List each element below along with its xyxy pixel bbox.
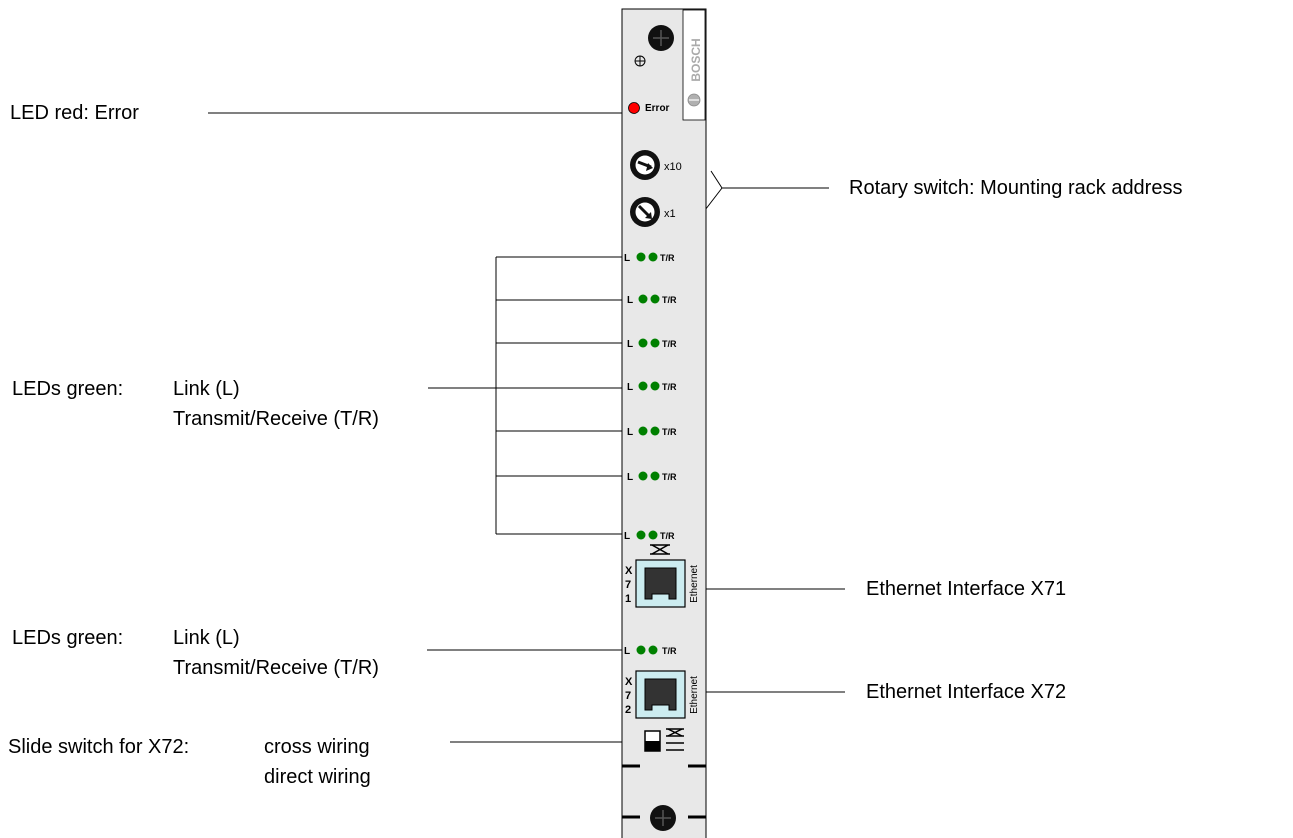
brand-text: BOSCH bbox=[689, 38, 703, 81]
led-row-6: L T/R bbox=[627, 471, 677, 483]
cross-wiring-label: cross wiring bbox=[264, 736, 370, 758]
link-led bbox=[636, 252, 646, 262]
tr-led bbox=[650, 381, 660, 391]
led-row-8: L T/R bbox=[624, 645, 677, 657]
tr-led bbox=[650, 471, 660, 481]
rail-markers bbox=[622, 764, 706, 819]
leds-green-2-link: Link (L) bbox=[173, 627, 240, 649]
svg-text:7: 7 bbox=[625, 690, 631, 702]
tr-label: T/R bbox=[662, 295, 677, 305]
leds-green-2-heading: LEDs green: bbox=[12, 627, 124, 649]
x1-label: x1 bbox=[664, 208, 676, 220]
svg-text:X: X bbox=[625, 565, 633, 577]
rotary-switch-x1 bbox=[630, 197, 660, 227]
tr-label: T/R bbox=[660, 531, 675, 541]
callout-lines bbox=[208, 112, 845, 743]
port-x72-ethernet-text: Ethernet bbox=[689, 676, 700, 714]
link-led bbox=[638, 381, 648, 391]
link-label: L bbox=[627, 295, 633, 306]
link-label: L bbox=[627, 382, 633, 393]
tr-led bbox=[650, 338, 660, 348]
direct-wiring-label: direct wiring bbox=[264, 766, 371, 788]
eth-x71-label: Ethernet Interface X71 bbox=[866, 578, 1067, 600]
link-led bbox=[638, 426, 648, 436]
svg-text:7: 7 bbox=[625, 579, 631, 591]
tr-led bbox=[650, 294, 660, 304]
leds-green-1-link: Link (L) bbox=[173, 378, 240, 400]
tr-led bbox=[648, 645, 658, 655]
tr-label: T/R bbox=[662, 427, 677, 437]
link-label: L bbox=[624, 646, 630, 657]
rotary-switch-x10 bbox=[630, 150, 660, 180]
brand-strip bbox=[682, 9, 706, 121]
link-led bbox=[638, 471, 648, 481]
led-row-3: L T/R bbox=[627, 338, 677, 350]
led-row-7: L T/R bbox=[624, 530, 675, 542]
top-screw-icon bbox=[648, 25, 674, 51]
leds-green-1-tr: Transmit/Receive (T/R) bbox=[173, 408, 379, 430]
tr-led bbox=[650, 426, 660, 436]
link-led bbox=[638, 294, 648, 304]
tr-label: T/R bbox=[662, 646, 677, 656]
port-x71-id: X 7 1 bbox=[625, 565, 633, 605]
led-row-4: L T/R bbox=[627, 381, 677, 393]
ground-symbol-icon bbox=[634, 55, 646, 67]
tr-label: T/R bbox=[662, 339, 677, 349]
wiring-symbol-icon bbox=[666, 728, 684, 751]
tr-label: T/R bbox=[660, 253, 675, 263]
tr-label: T/R bbox=[662, 382, 677, 392]
slide-switch-label: Slide switch for X72: bbox=[8, 736, 190, 758]
tr-label: T/R bbox=[662, 472, 677, 482]
svg-text:2: 2 bbox=[625, 704, 631, 716]
error-led bbox=[628, 102, 640, 114]
link-label: L bbox=[624, 531, 630, 542]
led-row-2: L T/R bbox=[627, 294, 677, 306]
rotary-switch-label: Rotary switch: Mounting rack address bbox=[849, 177, 1183, 199]
link-led bbox=[636, 530, 646, 540]
link-led bbox=[638, 338, 648, 348]
link-label: L bbox=[624, 253, 630, 264]
port-x72-id: X 7 2 bbox=[625, 676, 633, 716]
leds-green-1-heading: LEDs green: bbox=[12, 378, 124, 400]
port-x71-ethernet-text: Ethernet bbox=[689, 565, 700, 603]
x10-label: x10 bbox=[664, 161, 682, 173]
eth-x72-label: Ethernet Interface X72 bbox=[866, 681, 1067, 703]
error-led-label: Error bbox=[645, 103, 670, 114]
svg-text:X: X bbox=[625, 676, 633, 688]
bottom-screw-icon bbox=[650, 805, 676, 831]
tr-led bbox=[648, 252, 658, 262]
leds-green-2-tr: Transmit/Receive (T/R) bbox=[173, 657, 379, 679]
link-label: L bbox=[627, 427, 633, 438]
rj45-icon bbox=[644, 567, 677, 600]
slide-switch bbox=[644, 730, 661, 752]
link-led bbox=[636, 645, 646, 655]
rj45-icon bbox=[644, 678, 677, 711]
callout-rotary-x10 bbox=[710, 170, 723, 189]
led-row-5: L T/R bbox=[627, 426, 677, 438]
led-row-1: L T/R bbox=[624, 252, 675, 264]
link-label: L bbox=[627, 472, 633, 483]
led-red-label: LED red: Error bbox=[10, 102, 139, 124]
crossover-symbol-icon bbox=[650, 544, 670, 555]
link-label: L bbox=[627, 339, 633, 350]
svg-text:1: 1 bbox=[625, 593, 631, 605]
tr-led bbox=[648, 530, 658, 540]
